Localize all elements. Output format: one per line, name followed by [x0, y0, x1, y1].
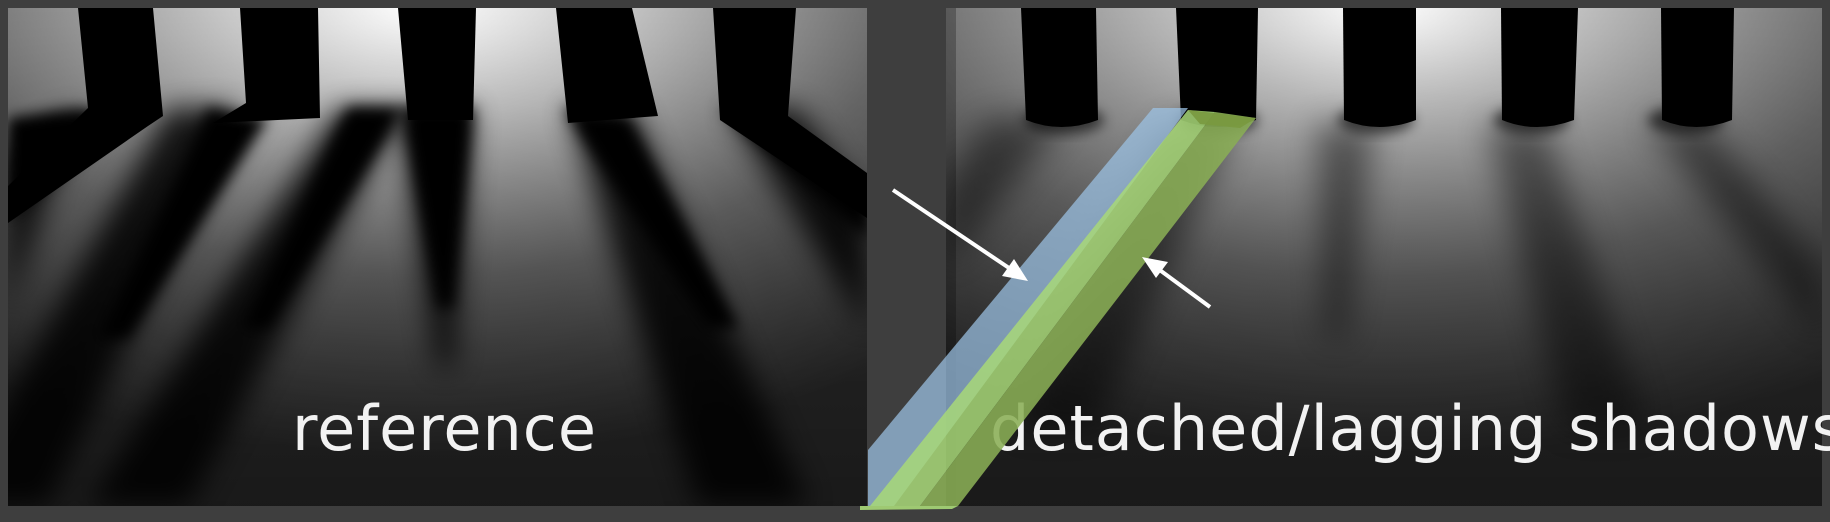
lagging-shadow-band-foot [860, 506, 958, 510]
reference-caption: reference [292, 392, 598, 465]
reference-render-image [8, 8, 867, 506]
reference-render-panel [8, 8, 867, 506]
detached-shadows-caption: detached/lagging shadows [990, 392, 1830, 465]
